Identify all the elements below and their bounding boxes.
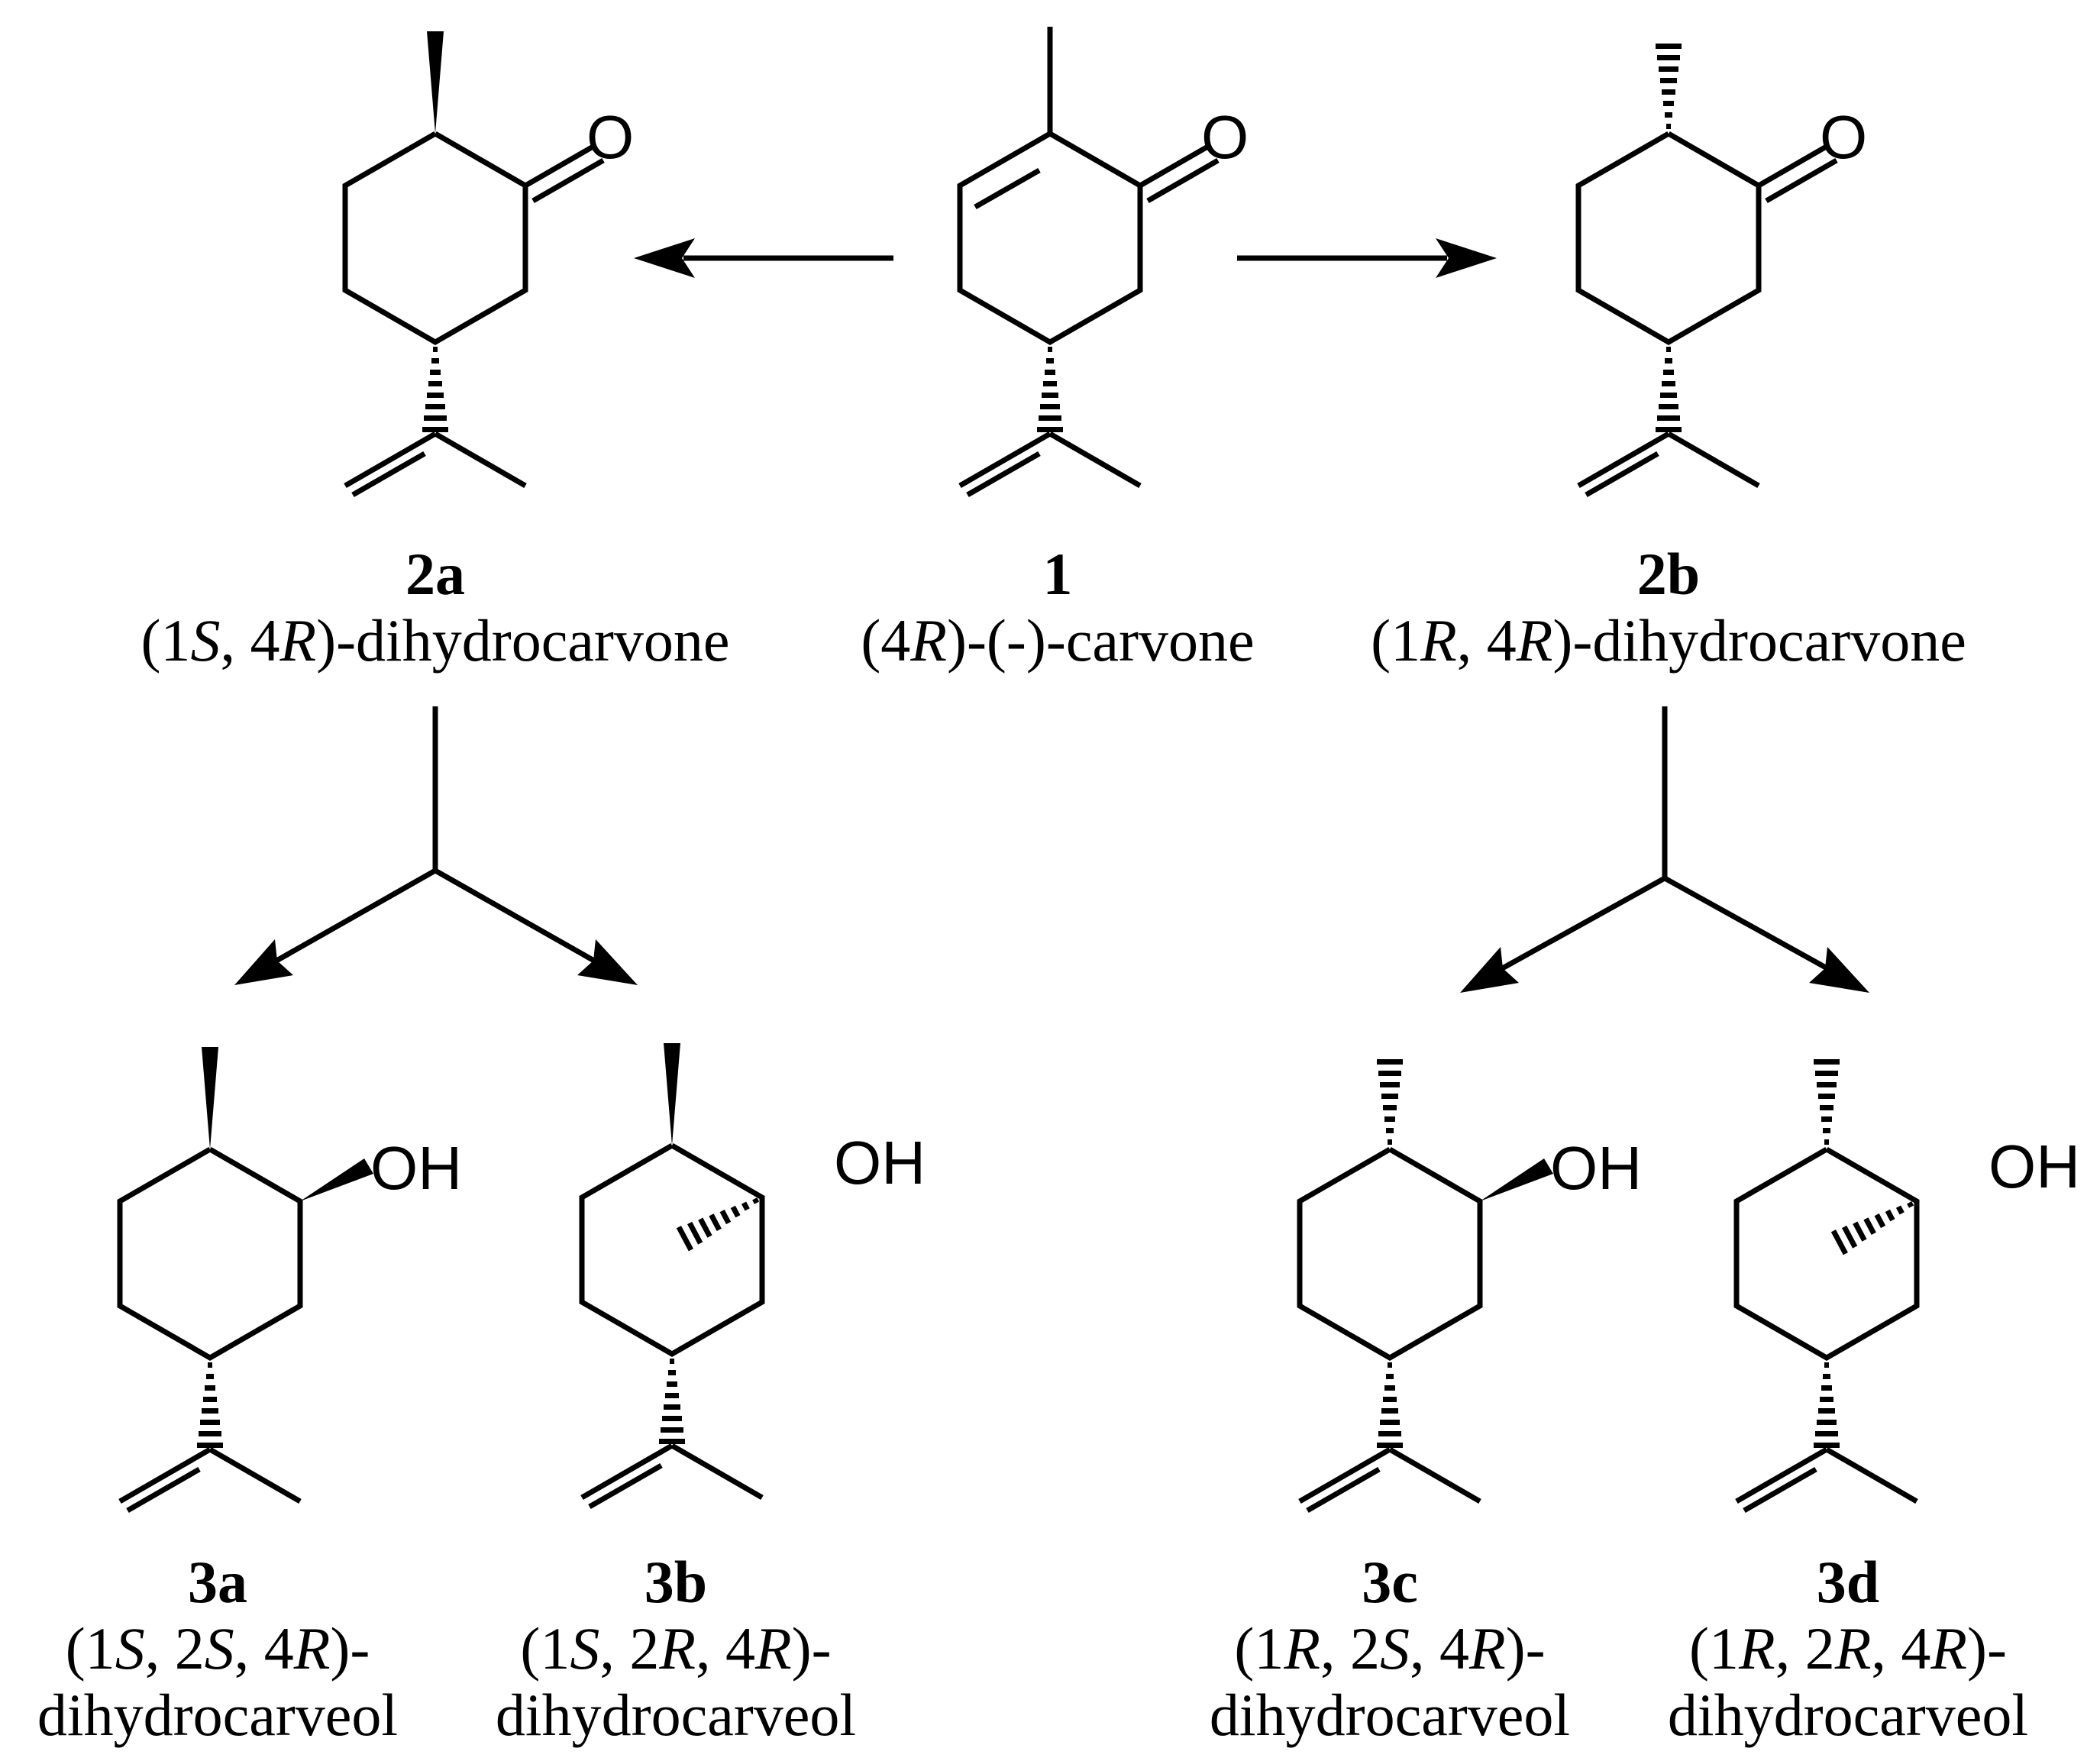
compound-2a-structure: O	[342, 31, 634, 495]
compound-2a-oxygen: O	[586, 103, 634, 171]
compound-2b-oxygen: O	[1820, 103, 1867, 171]
label-compound-3d: 3d (1R, 2R, 4R)- dihydrocarveol	[1668, 1549, 2028, 1748]
label-compound-3b: 3b (1S, 2R, 4R)- dihydrocarveol	[496, 1549, 856, 1748]
label-compound-2a: 2a (1S, 4R)-dihydrocarvone	[141, 541, 729, 674]
compound-3b-name: (1S, 2R, 4R)-	[520, 1615, 831, 1682]
compound-3c-name: (1R, 2S, 4R)-	[1234, 1615, 1545, 1682]
compound-2b-name: (1R, 4R)-dihydrocarvone	[1371, 607, 1966, 674]
compound-3b-hydroxyl: OH	[834, 1129, 926, 1197]
compound-3d-hydroxyl: OH	[1989, 1133, 2080, 1200]
compound-2b-id: 2b	[1637, 541, 1700, 607]
compound-3a-name-line2: dihydrocarveol	[37, 1682, 398, 1748]
arrow-2b-to-3c-3d	[1460, 706, 1869, 993]
compound-3c-name-line2: dihydrocarveol	[1210, 1682, 1570, 1748]
compound-3a-name: (1S, 2S, 4R)-	[66, 1615, 370, 1682]
compound-3b-id: 3b	[645, 1549, 707, 1615]
compound-1-structure: O	[957, 27, 1249, 495]
compound-3c-structure: OH	[1297, 1059, 1642, 1511]
arrow-1-to-2a	[634, 238, 893, 278]
label-compound-3c: 3c (1R, 2S, 4R)- dihydrocarveol	[1210, 1549, 1570, 1748]
compound-2a-id: 2a	[405, 541, 465, 607]
compound-2a-name: (1S, 4R)-dihydrocarvone	[141, 607, 729, 674]
compound-3a-structure: OH	[117, 1047, 462, 1511]
arrow-2a-to-3a-3b	[234, 706, 638, 985]
compound-3d-name: (1R, 2R, 4R)-	[1689, 1615, 2007, 1682]
label-compound-1: 1 (4R)-(-)-carvone	[861, 541, 1254, 674]
compound-1-name: (4R)-(-)-carvone	[861, 607, 1254, 674]
compound-3c-id: 3c	[1362, 1549, 1418, 1615]
compound-3d-structure: OH	[1733, 1059, 2080, 1511]
arrow-1-to-2b	[1237, 238, 1497, 278]
compound-3b-structure: OH	[579, 1043, 926, 1507]
label-compound-3a: 3a (1S, 2S, 4R)- dihydrocarveol	[37, 1549, 398, 1748]
compound-3a-hydroxyl: OH	[370, 1134, 462, 1202]
compound-1-oxygen: O	[1201, 103, 1249, 171]
compound-3d-name-line2: dihydrocarveol	[1668, 1682, 2028, 1748]
compound-1-id: 1	[1043, 541, 1073, 607]
compound-3a-id: 3a	[188, 1549, 247, 1615]
compound-3d-id: 3d	[1817, 1549, 1879, 1615]
compound-3b-name-line2: dihydrocarveol	[496, 1682, 856, 1748]
compound-2b-structure: O	[1575, 44, 1867, 495]
compound-3c-hydroxyl: OH	[1550, 1134, 1642, 1202]
label-compound-2b: 2b (1R, 4R)-dihydrocarvone	[1371, 541, 1966, 674]
